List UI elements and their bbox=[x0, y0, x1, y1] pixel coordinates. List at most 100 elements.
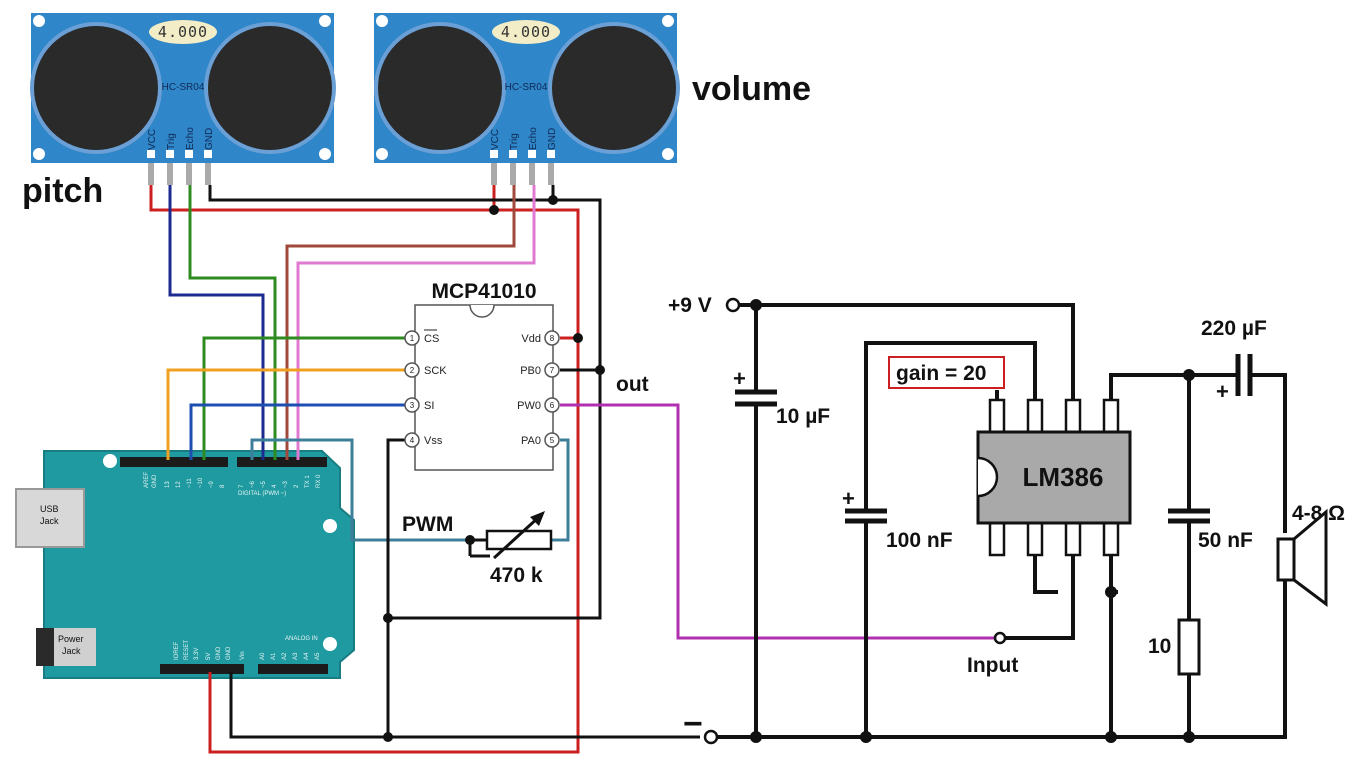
lm386-body bbox=[976, 430, 1132, 525]
orange-wire-sck bbox=[166, 368, 405, 460]
pin-leg bbox=[510, 163, 516, 185]
header-digital-low bbox=[237, 457, 327, 467]
speaker bbox=[1276, 508, 1328, 607]
pin-pad bbox=[185, 150, 193, 158]
blue-wire-trig bbox=[168, 185, 265, 460]
pwm-label: PWM bbox=[402, 513, 453, 536]
junction-dot bbox=[383, 732, 393, 742]
lm386-pin bbox=[1102, 521, 1120, 557]
arduino-bottom-pin-label: A4 bbox=[304, 652, 310, 660]
junction-dot bbox=[860, 731, 872, 743]
arduino-bottom-pin-label: A0 bbox=[260, 652, 266, 660]
mount-hole bbox=[376, 15, 388, 27]
input-terminal bbox=[993, 631, 1007, 645]
mcp-title: MCP41010 bbox=[431, 280, 536, 303]
pin-leg bbox=[148, 163, 154, 185]
digital-header-label: DIGITAL (PWM ~) bbox=[238, 491, 286, 497]
mcp-pin-label: PA0 bbox=[521, 435, 541, 447]
arduino-bottom-pin-label: GND bbox=[226, 646, 232, 660]
mcp-pin-circle bbox=[544, 432, 560, 448]
pot-arrow-head bbox=[530, 511, 545, 526]
power-jack-label-2: Jack bbox=[62, 646, 81, 656]
board-hole bbox=[323, 519, 337, 533]
volume-label: volume bbox=[692, 70, 811, 108]
pin-label-gnd: GND bbox=[204, 128, 215, 150]
board-hole bbox=[323, 637, 337, 651]
arduino-top-pin-label: ~6 bbox=[250, 480, 256, 488]
pin-leg bbox=[529, 163, 535, 185]
lm386-notch bbox=[977, 456, 999, 498]
pot-value-label: 470 k bbox=[490, 564, 543, 587]
speaker-cone bbox=[1292, 508, 1328, 607]
pin-label-vcc: VCC bbox=[490, 129, 501, 150]
pin-pad bbox=[490, 150, 498, 158]
speaker-label: 4-8 Ω bbox=[1292, 502, 1345, 525]
pitch-sensor: 4.000 HC-SR04 VCC Trig Echo GND bbox=[30, 13, 336, 185]
mcp-pin-circle bbox=[404, 397, 420, 413]
pin-pad bbox=[509, 150, 517, 158]
arduino-bottom-pin-label: 3.3V bbox=[194, 648, 200, 660]
pin-pad bbox=[528, 150, 536, 158]
c1-label: 10 µF bbox=[776, 405, 830, 428]
black-wire-vss bbox=[386, 438, 405, 737]
crystal-display bbox=[492, 20, 560, 44]
arduino-top-pin-label: ~11 bbox=[187, 478, 193, 488]
lm386-pin bbox=[1026, 398, 1044, 434]
crystal-label: 4.000 bbox=[158, 23, 208, 41]
analog-header-label: ANALOG IN bbox=[285, 636, 318, 642]
input-label: Input bbox=[967, 654, 1018, 677]
plus-9v-rail bbox=[740, 303, 1075, 432]
mcp-pin-label: Vss bbox=[424, 435, 443, 447]
header-power bbox=[160, 664, 244, 674]
capacitor-plates bbox=[735, 354, 1253, 524]
lm386-pin bbox=[1026, 521, 1044, 557]
arduino-bottom-pin-label: RESET bbox=[184, 640, 190, 660]
power-jack-label-1: Power bbox=[58, 634, 84, 644]
ground-terminal bbox=[703, 729, 719, 745]
header-digital-high bbox=[120, 457, 228, 467]
board-hole bbox=[103, 454, 117, 468]
pin-leg bbox=[205, 163, 211, 185]
mount-hole bbox=[376, 148, 388, 160]
mcp-pin-label: PB0 bbox=[520, 365, 541, 377]
arduino-top-pin-label: 4 bbox=[272, 484, 278, 488]
junction-dot bbox=[548, 195, 558, 205]
transducer-left bbox=[374, 22, 506, 154]
mcp-pin-number: 6 bbox=[550, 401, 555, 410]
black-wire-arduino-gnd bbox=[229, 672, 700, 739]
arduino-bottom-pin-label: A2 bbox=[282, 652, 288, 660]
arduino-bottom-pin-label: 5V bbox=[206, 653, 212, 660]
mount-hole bbox=[662, 15, 674, 27]
mcp-pin-circle bbox=[544, 397, 560, 413]
junction-dot bbox=[1183, 731, 1195, 743]
mcp-pin-label: Vdd bbox=[521, 333, 541, 345]
usb-jack bbox=[15, 488, 85, 548]
lm386-input-wire bbox=[1005, 555, 1075, 640]
junction-dot bbox=[1105, 586, 1117, 598]
lm386-pin3-wire bbox=[1033, 555, 1058, 594]
junctions-left bbox=[383, 195, 605, 742]
pin-leg bbox=[491, 163, 497, 185]
pin-pad bbox=[547, 150, 555, 158]
sensor-wires bbox=[149, 185, 995, 754]
arduino-bottom-pin-label: A3 bbox=[293, 652, 299, 660]
pin-label-vcc: VCC bbox=[147, 129, 158, 150]
mcp-pin-circle bbox=[544, 330, 560, 346]
c1-plus: + bbox=[733, 366, 746, 391]
c4-label: 50 nF bbox=[1198, 529, 1253, 552]
junction-dot bbox=[1105, 731, 1117, 743]
arduino-bottom-pin-label: GND bbox=[216, 646, 222, 660]
lm386-pin bbox=[1064, 521, 1082, 557]
c2-top-lead bbox=[864, 341, 1037, 511]
arduino-top-pin-label: 13 bbox=[165, 481, 171, 488]
arduino-top-pin-label: ~10 bbox=[198, 477, 204, 488]
junction-dot bbox=[1183, 369, 1195, 381]
arduino-top-pin-label: ~9 bbox=[209, 480, 215, 488]
c3-plus: + bbox=[1216, 379, 1229, 404]
mount-hole bbox=[319, 15, 331, 27]
c3-right-lead bbox=[1250, 373, 1287, 533]
usb-jack-label-2: Jack bbox=[40, 516, 59, 526]
